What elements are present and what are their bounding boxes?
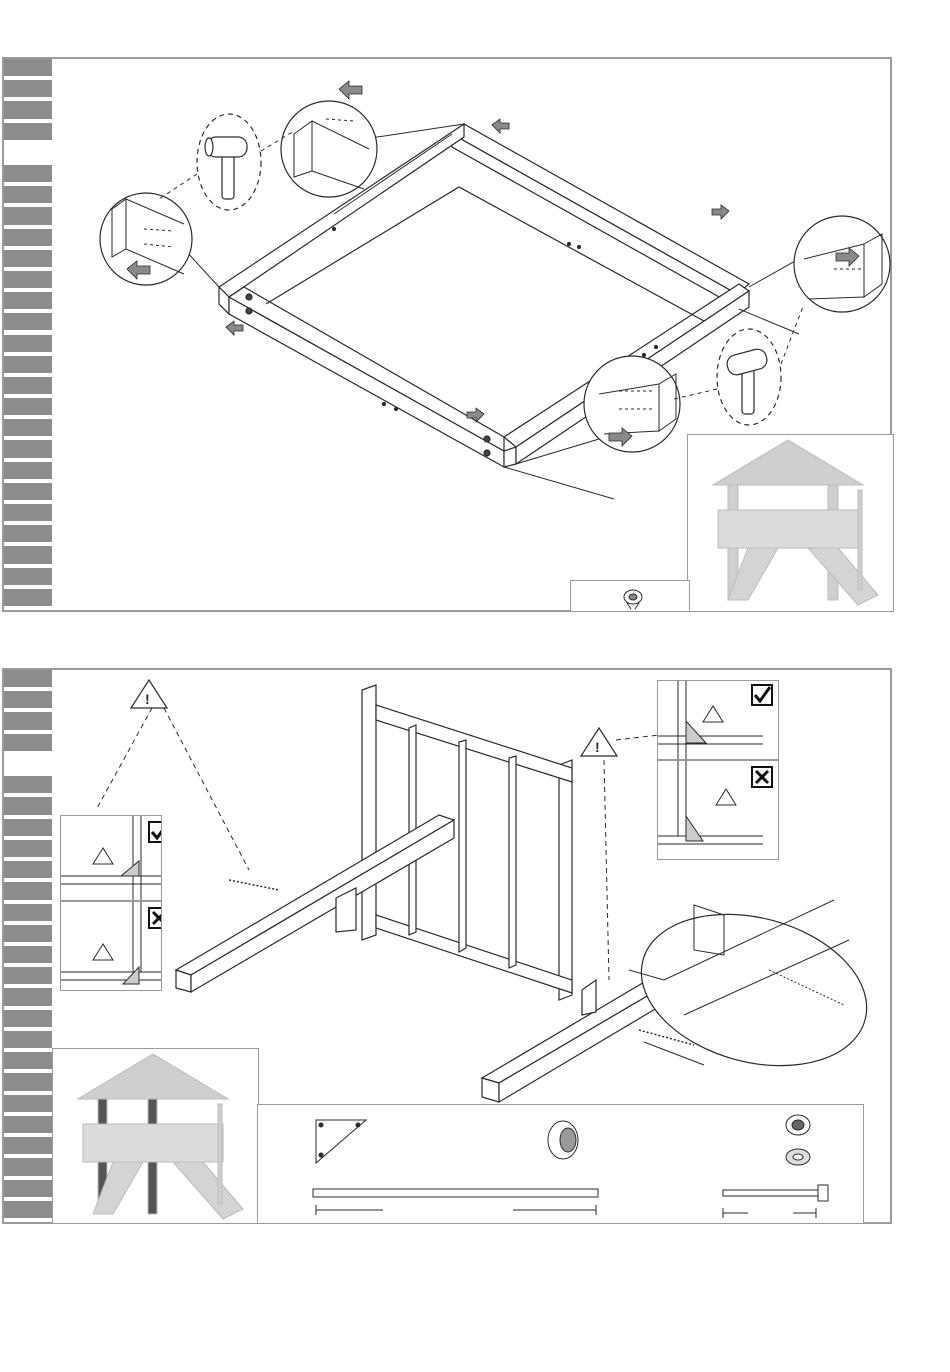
cross-box-icon: [752, 767, 772, 787]
incorrect-placement-detail: [60, 901, 162, 991]
beam-part: [313, 1189, 598, 1197]
check-box-icon: [149, 822, 161, 842]
bolt-part: [723, 1190, 818, 1196]
correct-placement-detail: [60, 815, 162, 901]
step-1-panel: [2, 57, 892, 612]
pipe-insert-icon: [624, 590, 642, 609]
svg-text:!: !: [145, 691, 150, 707]
tower-thumbnail: [687, 434, 894, 612]
correct-placement-detail: [657, 680, 779, 760]
cross-box-icon: [149, 908, 161, 928]
check-box-icon: [752, 685, 772, 705]
step-2-panel: ! !: [2, 668, 892, 1224]
part-pipe-insert-box: [570, 580, 690, 612]
svg-text:!: !: [595, 739, 600, 755]
incorrect-placement-detail: [657, 760, 779, 860]
parts-list: [257, 1104, 864, 1224]
tower-thumbnail: [52, 1048, 259, 1224]
